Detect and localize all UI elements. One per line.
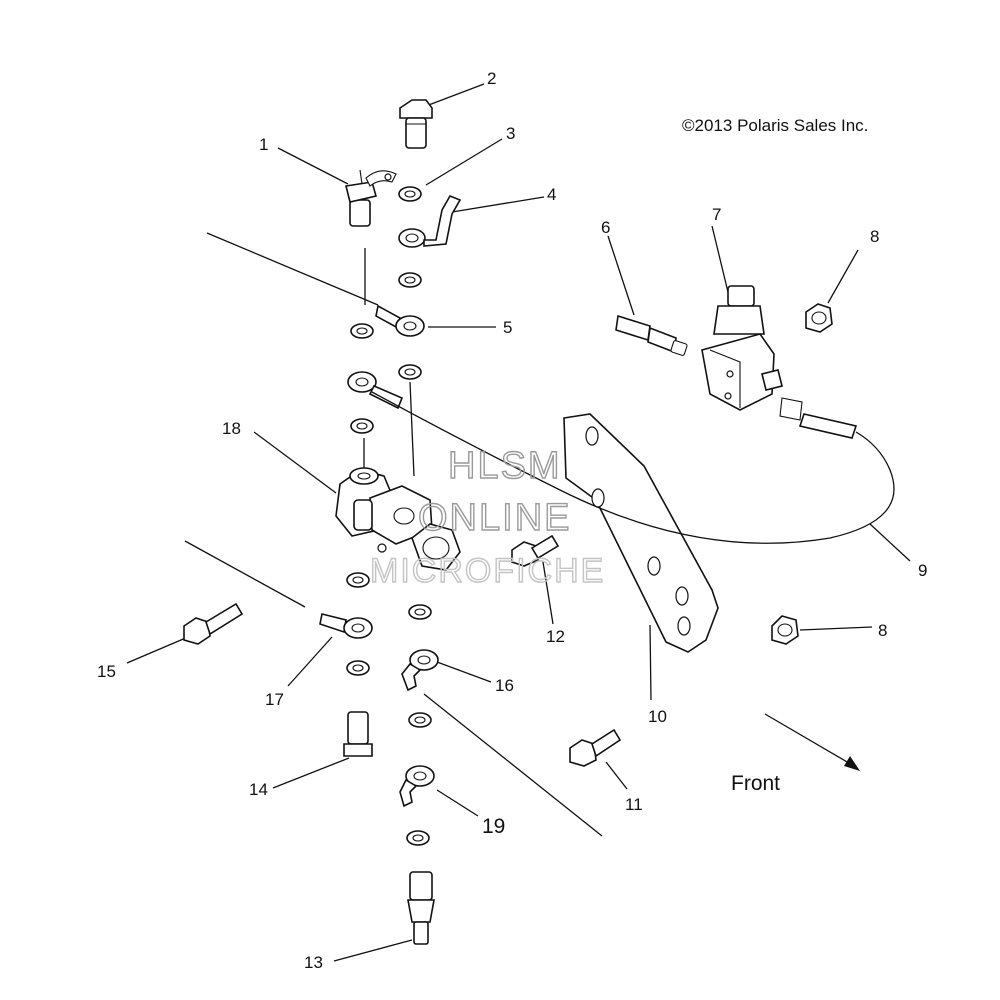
large-nut-part: [411, 523, 461, 571]
fitting-6-part: [615, 314, 688, 356]
callout-18: 18: [222, 419, 241, 438]
master-cylinder-part: [335, 467, 433, 553]
brake-switch-part: [345, 169, 397, 227]
banjo-hose-16-part: [401, 649, 439, 692]
brake-line-part: [371, 391, 895, 544]
washers-right: [398, 186, 432, 846]
brake-line-fitting-nut-part: [779, 397, 803, 421]
nut-8-lower-part: [771, 615, 799, 645]
front-arrow-icon: [844, 756, 860, 771]
callout-10: 10: [648, 707, 667, 726]
banjo-fitting-part: [375, 304, 425, 337]
front-label: Front: [731, 772, 780, 795]
leader-lines: [126, 83, 911, 962]
banjo-bolt-part: [399, 99, 433, 149]
watermark-line-2: ONLINE: [418, 497, 571, 539]
watermark-line-1: HLSM: [448, 445, 562, 487]
banjo-hose-19-part: [399, 765, 435, 808]
bolt-12-part: [511, 534, 560, 567]
washers-left: [346, 323, 374, 676]
callout-8-upper: 8: [870, 227, 879, 246]
callout-5: 5: [503, 318, 512, 337]
front-indicator: Front: [731, 713, 860, 795]
mounting-bracket-part: [563, 413, 719, 653]
callout-2: 2: [487, 69, 496, 88]
callout-12: 12: [546, 627, 565, 646]
proportioning-valve-part: [701, 285, 783, 411]
callout-1: 1: [259, 135, 268, 154]
bolt-11-part: [569, 728, 622, 767]
fitting-14-part: [343, 711, 373, 757]
fitting-13-part: [407, 871, 435, 945]
callout-4: 4: [547, 185, 556, 204]
callout-numbers: 1 2 3 4 5 6 7 8 8 9 10 11 12 13 14 15 16…: [97, 69, 927, 972]
banjo-fitting-upper-left-part: [347, 371, 404, 410]
callout-7: 7: [712, 205, 721, 224]
bolt-15-part: [183, 602, 244, 645]
callout-8-lower: 8: [878, 621, 887, 640]
callout-9: 9: [918, 561, 927, 580]
banjo-hose-fitting-part: [398, 194, 462, 248]
watermark-line-3: MICROFICHE: [370, 552, 605, 590]
callout-15: 15: [97, 662, 116, 681]
callout-14: 14: [249, 780, 268, 799]
callout-11: 11: [625, 795, 643, 814]
callout-3: 3: [506, 124, 515, 143]
front-arrow-line: [764, 713, 855, 767]
callout-16: 16: [495, 676, 514, 695]
brake-line-fitting-part: [798, 413, 858, 439]
watermark: HLSM ONLINE MICROFICHE: [369, 444, 605, 590]
banjo-fitting-17-part: [319, 613, 373, 639]
copyright-text: ©2013 Polaris Sales Inc.: [682, 116, 868, 135]
callout-19: 19: [482, 815, 505, 838]
callout-13: 13: [304, 953, 323, 972]
callout-17: 17: [265, 690, 284, 709]
nut-8-upper-part: [805, 303, 833, 333]
callout-6: 6: [601, 218, 610, 237]
